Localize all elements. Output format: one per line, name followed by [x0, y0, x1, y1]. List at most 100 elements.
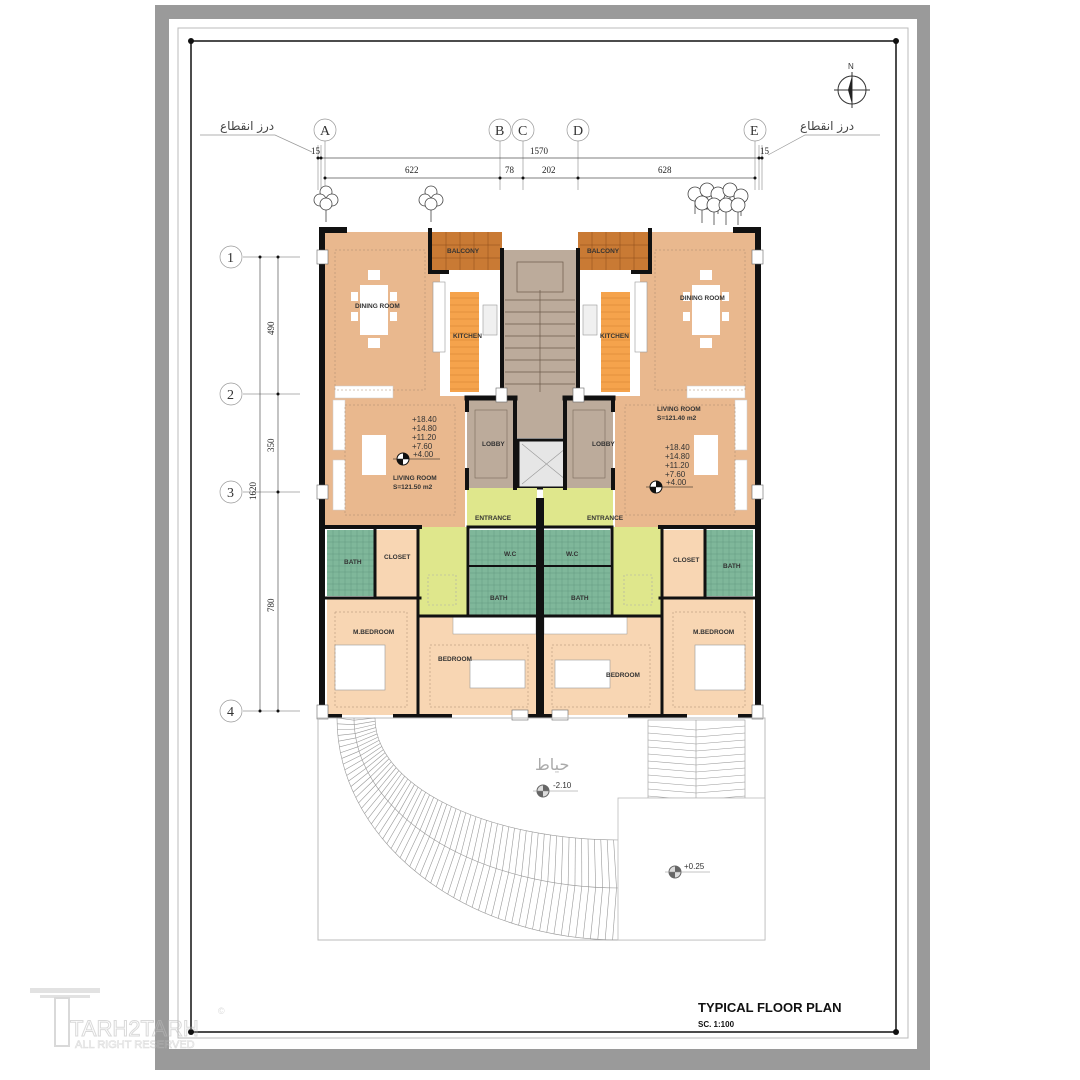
room-label-entrance-right: ENTRANCE: [587, 515, 624, 522]
svg-text:+7.60: +7.60: [665, 470, 686, 479]
floor-levels-left: +18.40 +14.80 +11.20 +7.60 +4.00: [412, 415, 437, 459]
step: [647, 753, 697, 759]
tree-icon: [730, 197, 746, 225]
room-label-living-left: LIVING ROOM: [393, 475, 437, 482]
north-arrow-icon: N: [834, 62, 870, 108]
frame-corner-markers: [188, 38, 899, 1035]
step: [695, 760, 746, 766]
step: [647, 788, 697, 794]
ramp-step: [355, 727, 376, 734]
ramp-step: [465, 861, 479, 905]
room-label-balcony-right: BALCONY: [587, 248, 620, 255]
ramp-step: [372, 761, 392, 782]
ramp-step: [504, 874, 516, 921]
floor-levels-right: +18.40 +14.80 +11.20 +7.60 +4.00: [665, 443, 690, 487]
ramp-step: [466, 816, 477, 857]
curved-ramp-steps: [336, 717, 624, 941]
step: [695, 725, 746, 731]
ramp-step: [449, 810, 462, 849]
ramp-step: [398, 784, 415, 813]
room-label-bedroom-left: BEDROOM: [438, 656, 472, 663]
grid-row-2: 2: [227, 388, 234, 403]
living-area-left: S=121.50 m2: [393, 484, 433, 491]
grid-col-e: E: [750, 124, 759, 139]
svg-text:©: ©: [218, 1006, 225, 1016]
dim-left-seg: 350: [266, 438, 276, 452]
ramp-step: [386, 815, 404, 844]
ramp-step: [600, 839, 603, 888]
svg-text:+11.20: +11.20: [665, 461, 690, 470]
ramp-step: [568, 885, 576, 937]
ramp-step: [367, 755, 388, 773]
ramp-step: [587, 838, 590, 887]
ramp-step: [363, 749, 384, 765]
step: [695, 781, 746, 787]
ramp-step: [435, 848, 451, 887]
ramp-step: [354, 724, 376, 730]
dim-left-seg: 780: [266, 598, 276, 612]
ramp-step: [455, 812, 467, 852]
step: [647, 732, 697, 738]
step: [647, 781, 697, 787]
ramp-step: [355, 780, 374, 798]
ramp-step: [374, 804, 392, 830]
ramp-step: [497, 872, 509, 919]
raised-platform: [617, 797, 766, 941]
room-label-kitchen-right: KITCHEN: [600, 333, 629, 340]
step: [647, 746, 697, 752]
ramp-step: [358, 784, 376, 804]
ramp-step: [362, 746, 382, 761]
room-label-closet-left: CLOSET: [384, 554, 410, 561]
room-label-dining-right: DINING ROOM: [680, 295, 725, 302]
ramp-step: [415, 794, 430, 827]
tree-icons: [313, 182, 749, 225]
ramp-step: [355, 730, 377, 739]
step: [695, 732, 746, 738]
ramp-step: [356, 733, 378, 743]
sheet-border: [177, 27, 909, 1039]
dim-left-total: 1620: [248, 482, 258, 501]
ramp-step: [391, 778, 409, 806]
step: [695, 774, 746, 780]
ramp-step: [606, 839, 610, 888]
ramp-step: [532, 880, 542, 930]
ramp-step: [511, 875, 522, 924]
ramp-step: [419, 797, 434, 831]
grid-row-4: 4: [227, 705, 234, 720]
title-frame: [190, 40, 897, 1033]
row-grid: [219, 245, 300, 723]
ramp-step: [604, 887, 610, 940]
dim-edge-left: 15: [311, 146, 321, 156]
ramp-step: [484, 868, 497, 914]
ramp-step: [483, 821, 493, 865]
ramp-step: [381, 770, 400, 794]
ramp-step: [358, 739, 380, 752]
step: [647, 739, 697, 745]
step: [695, 753, 746, 759]
ramp-step: [447, 854, 462, 895]
grid-col-a: A: [320, 124, 331, 139]
svg-text:+7.60: +7.60: [412, 442, 433, 451]
ramp-step: [354, 720, 376, 725]
ramp-step: [337, 733, 356, 736]
ramp-step: [459, 859, 473, 902]
ramp-step: [367, 796, 385, 819]
dim-top-seg: 622: [405, 165, 419, 175]
ramp-step: [521, 830, 527, 876]
ramp-step: [491, 870, 503, 916]
ramp-step: [575, 886, 583, 938]
room-label-entrance-left: ENTRANCE: [475, 515, 512, 522]
ramp-step: [370, 758, 390, 778]
ramp-step: [371, 800, 389, 825]
ramp-step: [346, 763, 365, 776]
ramp-step: [364, 792, 382, 814]
ramp-step: [387, 776, 405, 802]
ramp-step: [560, 836, 564, 884]
grid-col-b: B: [495, 124, 504, 139]
ramp-step: [361, 788, 379, 809]
svg-text:ALL RIGHT RESERVED: ALL RIGHT RESERVED: [75, 1039, 195, 1051]
room-label-bath-left: BATH: [344, 559, 362, 566]
ramp-step: [337, 723, 355, 725]
level-marker-icon: [533, 784, 710, 879]
svg-text:+4.00: +4.00: [413, 450, 434, 459]
